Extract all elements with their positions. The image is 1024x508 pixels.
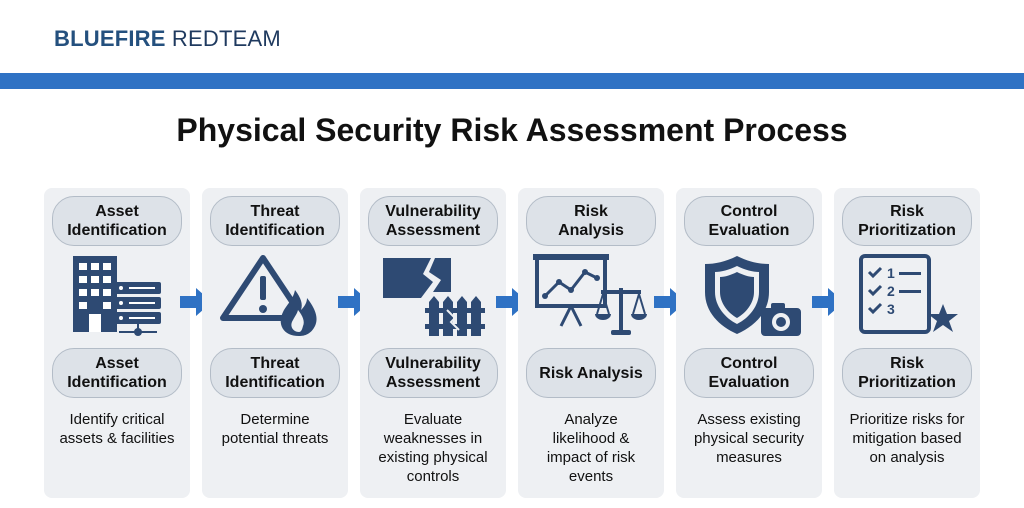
step-label-pill: Control Evaluation	[684, 348, 814, 398]
step-card-risk-analysis: Risk Analysis Risk Analysis Analyze like…	[518, 188, 664, 498]
step-title-pill: Asset Identification	[52, 196, 182, 246]
step-label-pill: Threat Identification	[210, 348, 340, 398]
broken-wall-fence-icon	[383, 258, 485, 336]
process-steps: Asset Identification Asset Identifica	[44, 188, 984, 500]
checklist-number: 3	[887, 301, 895, 317]
brand-light-text: REDTEAM	[171, 26, 281, 51]
brand-bold-text: BLUEFIRE	[54, 26, 166, 51]
step-description: Assess existing physical security measur…	[693, 411, 805, 466]
warning-fire-icon	[220, 255, 317, 336]
step-card-risk-prioritization: Risk Prioritization 1 2 3 Risk Prioritiz…	[834, 188, 980, 498]
building-server-icon	[73, 256, 161, 336]
checklist-number: 2	[887, 283, 895, 299]
step-card-control-evaluation: Control Evaluation Control Evaluation As…	[676, 188, 822, 498]
step-label-pill: Asset Identification	[52, 348, 182, 398]
step-description: Identify critical assets & facilities	[59, 411, 175, 447]
step-description: Analyze likelihood & impact of risk even…	[546, 411, 636, 485]
shield-camera-icon	[705, 256, 801, 336]
step-card-asset-identification: Asset Identification Asset Identifica	[44, 188, 190, 498]
header-divider-bar	[0, 73, 1024, 89]
page-title: Physical Security Risk Assessment Proces…	[176, 112, 848, 148]
step-label-pill: Risk Prioritization	[842, 348, 972, 398]
step-title-pill: Control Evaluation	[684, 196, 814, 246]
step-description: Evaluate weaknesses in existing physical…	[378, 411, 488, 485]
checklist-star-icon: 1 2 3	[859, 254, 958, 334]
step-title-pill: Risk Analysis	[526, 196, 656, 246]
step-label-pill: Risk Analysis	[526, 348, 656, 398]
step-card-vulnerability-assessment: Vulnerability Assessment Vulnerability A…	[360, 188, 506, 498]
step-title-pill: Threat Identification	[210, 196, 340, 246]
checklist-number: 1	[887, 265, 895, 281]
step-description: Determine potential threats	[221, 411, 329, 447]
step-description: Prioritize risks for mitigation based on…	[849, 411, 965, 466]
step-title-pill: Risk Prioritization	[842, 196, 972, 246]
step-card-threat-identification: Threat Identification Threat Identificat…	[202, 188, 348, 498]
step-label-pill: Vulnerability Assessment	[368, 348, 498, 398]
step-title-pill: Vulnerability Assessment	[368, 196, 498, 246]
brand-logo: BLUEFIRE REDTEAM	[54, 26, 281, 52]
chart-scales-icon	[533, 254, 647, 335]
